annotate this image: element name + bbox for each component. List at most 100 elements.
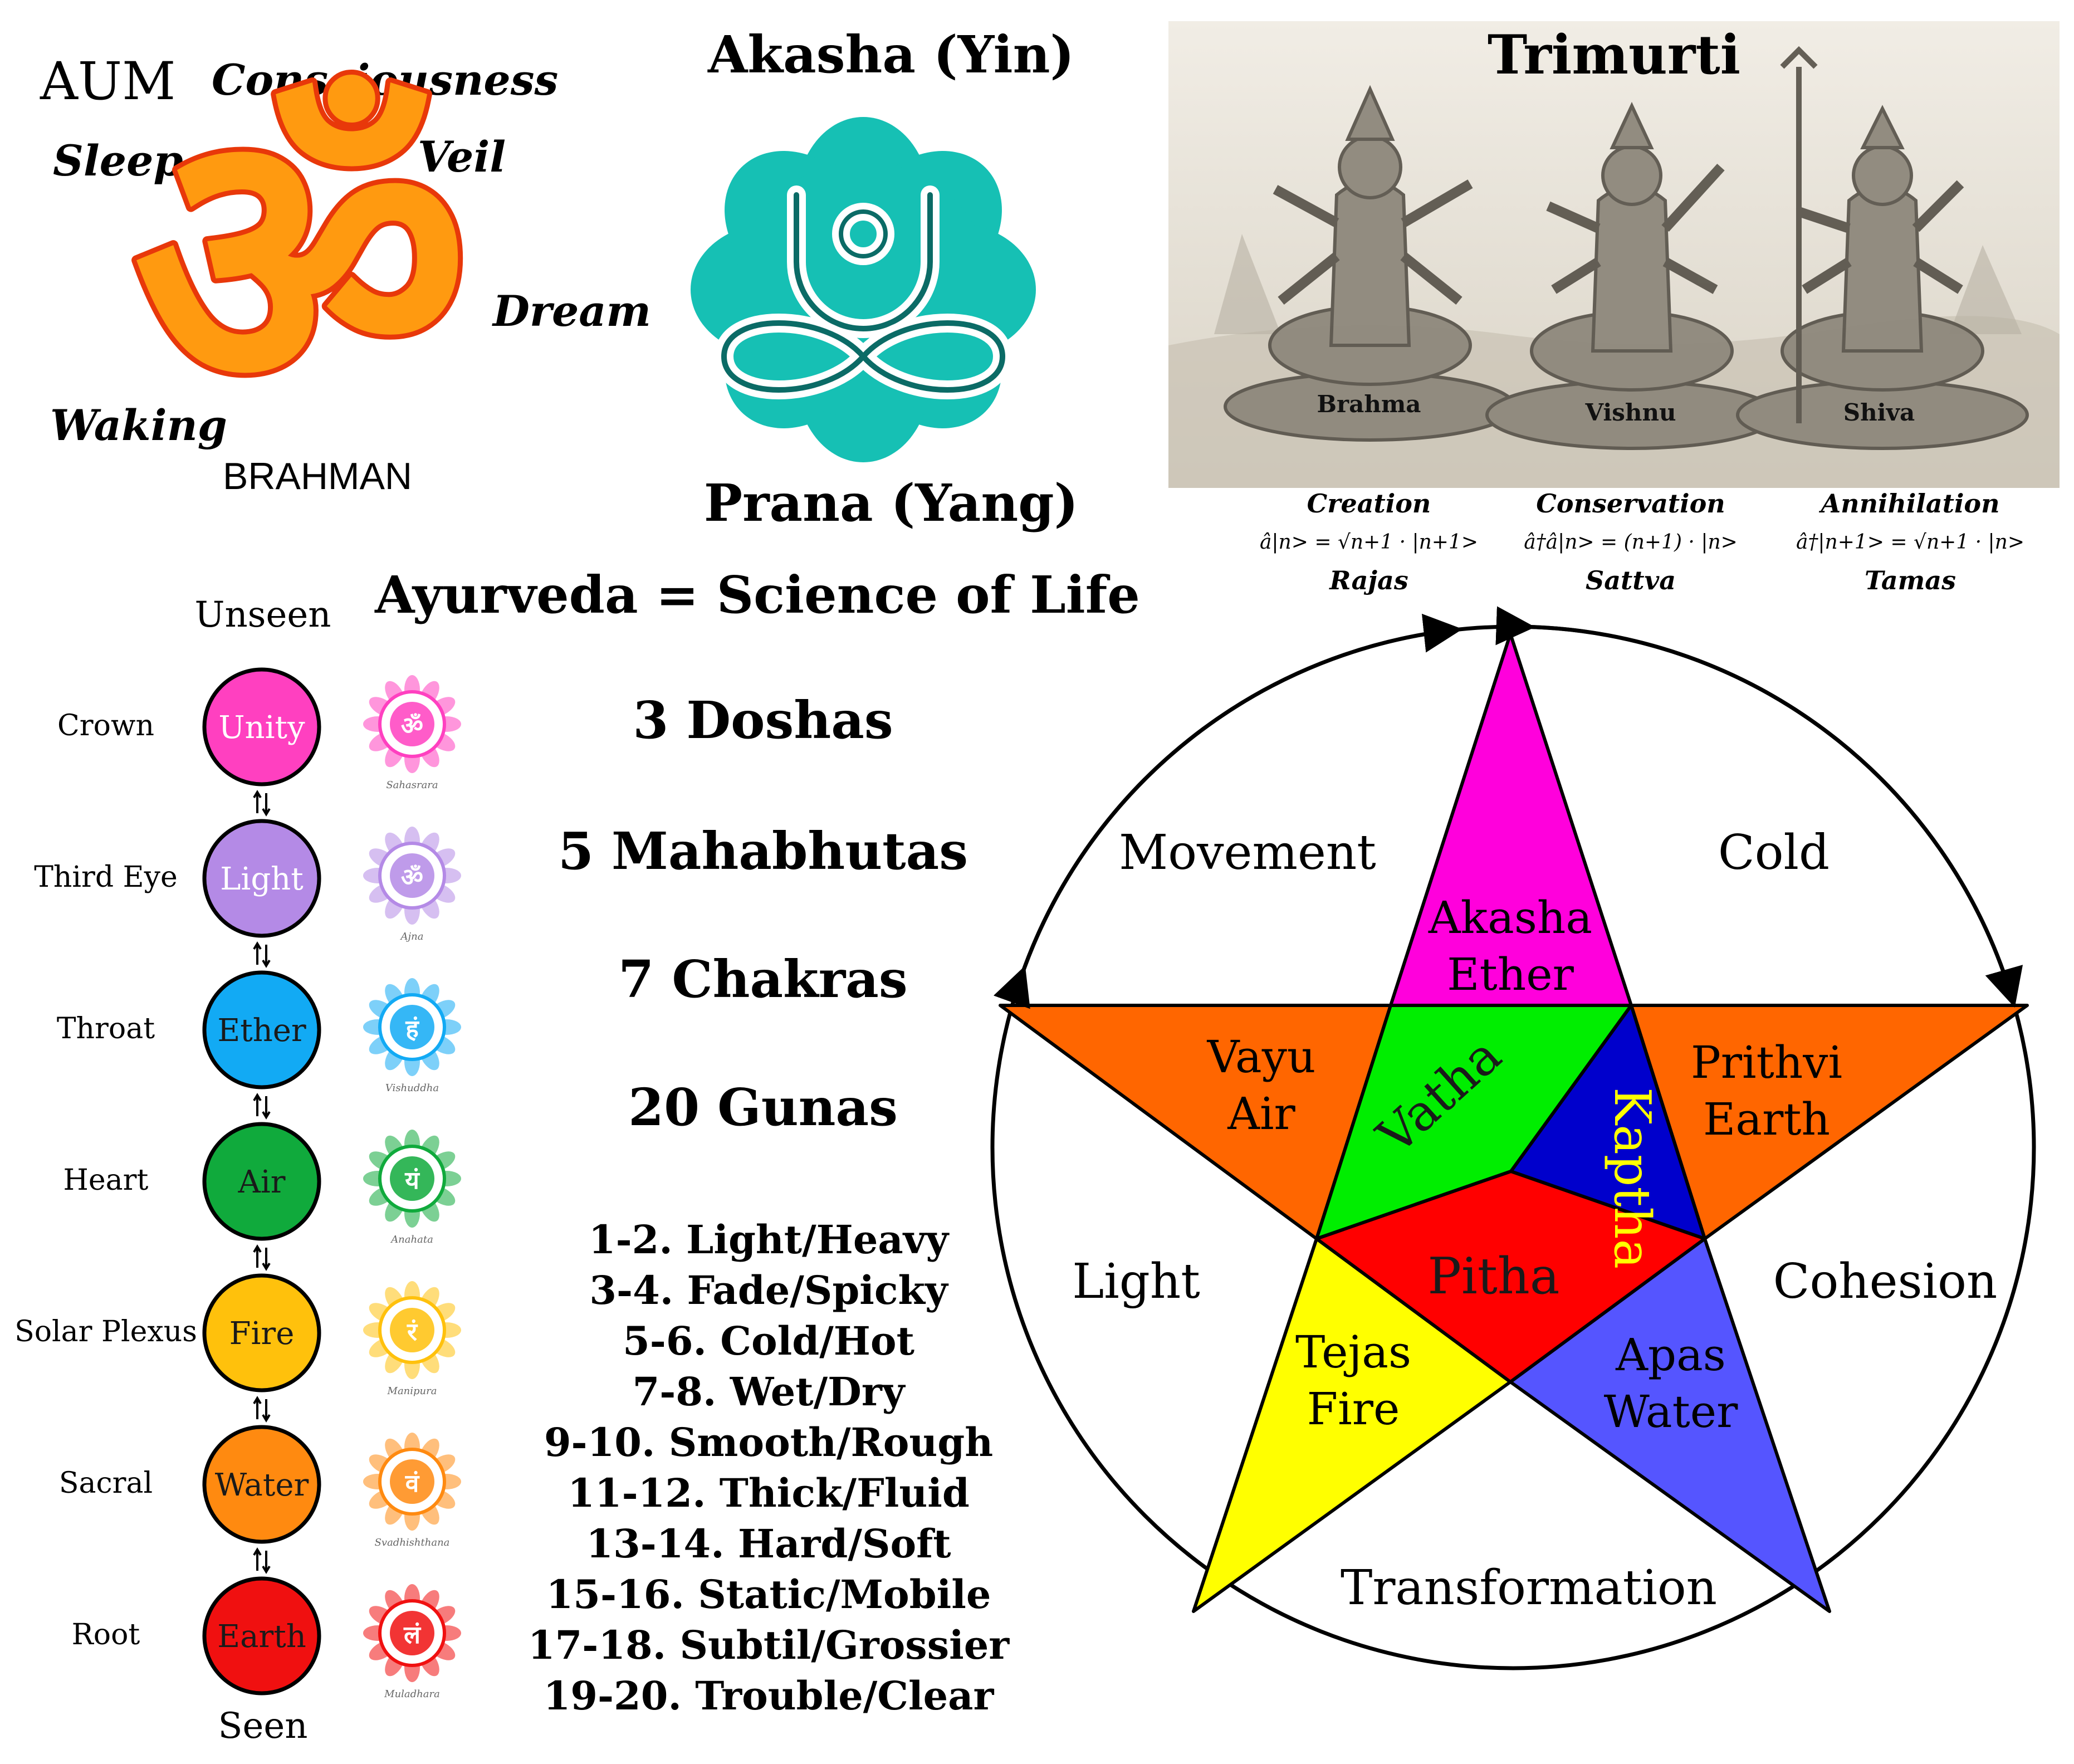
chakra-name: Crown <box>57 709 154 742</box>
chakra-element: Fire <box>229 1316 295 1352</box>
annihilation-label: Annihilation <box>1818 488 1999 519</box>
shiva-label: Shiva <box>1843 399 1915 426</box>
prana-yang-label: Prana (Yang) <box>704 473 1078 533</box>
annihilation-formula: â†|n+1> = √n+1 · |n> <box>1796 531 2024 554</box>
chakra-glyph: यं <box>404 1166 420 1195</box>
chakra-name: Third Eye <box>34 861 178 894</box>
outer-quality-label: Cohesion <box>1773 1254 1998 1309</box>
element-sanskrit-label: Akasha <box>1428 892 1592 944</box>
up-down-arrows-icon <box>253 941 271 968</box>
outer-quality-label: Transformation <box>1341 1560 1717 1616</box>
vishnu-label: Vishnu <box>1584 399 1676 426</box>
up-down-arrows-icon <box>253 790 271 817</box>
guna-item: 5-6. Cold/Hot <box>623 1318 914 1364</box>
chakra-element: Unity <box>218 710 305 746</box>
chakra-emblem-icon: ॐ <box>363 827 461 925</box>
guna-item: 3-4. Fade/Spicky <box>589 1267 949 1313</box>
trimurti-section: Trimurti Brahma Vishnu Shiva Creation Co… <box>1168 21 2060 595</box>
count-4: 20 Gunas <box>628 1077 898 1137</box>
element-sanskrit-label: Prithvi <box>1691 1037 1842 1088</box>
chakra-circle <box>202 1273 321 1392</box>
ayurveda-section: Ayurveda = Science of Life 3 Doshas 5 Mah… <box>374 565 1140 1719</box>
count-1: 3 Doshas <box>633 690 893 750</box>
guna-item: 11-12. Thick/Fluid <box>568 1470 970 1516</box>
element-sanskrit-label: Tejas <box>1295 1326 1411 1378</box>
tamas-label: Tamas <box>1865 565 1956 595</box>
akasha-yin-label: Akasha (Yin) <box>707 25 1074 85</box>
trimurti-title: Trimurti <box>1488 23 1740 86</box>
chakra-circle <box>202 970 321 1089</box>
chakra-emblem-icon: लं <box>363 1584 461 1682</box>
guna-item: 9-10. Smooth/Rough <box>544 1419 993 1465</box>
sattva-label: Sattva <box>1586 565 1676 595</box>
count-3: 7 Chakras <box>618 949 907 1009</box>
chakra-element: Water <box>215 1467 309 1503</box>
aum-section: AUM Consciousness Sleep Veil Dream Wakin… <box>40 43 651 497</box>
aum-title: AUM <box>40 51 175 112</box>
up-down-arrows-icon <box>253 1093 271 1120</box>
element-english-label: Water <box>1604 1386 1738 1438</box>
chakra-circle <box>202 1576 321 1695</box>
count-2: 5 Mahabhutas <box>558 821 968 881</box>
guna-item: 17-18. Subtil/Grossier <box>528 1622 1010 1668</box>
pitha-label: Pitha <box>1427 1247 1559 1306</box>
chakra-glyph: हं <box>405 1015 419 1043</box>
chakra-sanskrit-name: Svadhishthana <box>375 1537 450 1548</box>
element-english-label: Ether <box>1447 949 1574 1000</box>
arrow-movement <box>993 613 1463 1009</box>
creation-formula: â|n> = √n+1 · |n+1> <box>1260 531 1478 554</box>
chakra-circle <box>202 1425 321 1544</box>
chakra-emblem-icon: यं <box>363 1130 461 1228</box>
chakra-circle <box>202 1122 321 1241</box>
outer-quality-label: Movement <box>1119 825 1376 881</box>
chakra-emblem-icon: ॐ <box>363 675 461 773</box>
chakra-emblem-icon: रं <box>363 1281 461 1379</box>
element-english-label: Air <box>1227 1088 1295 1140</box>
element-english-label: Fire <box>1307 1383 1400 1435</box>
element-sanskrit-label: Vayu <box>1207 1031 1316 1083</box>
chakra-sanskrit-name: Vishuddha <box>385 1082 439 1094</box>
guna-item: 13-14. Hard/Soft <box>586 1521 951 1567</box>
guna-item: 7-8. Wet/Dry <box>633 1369 906 1415</box>
chakra-element: Ether <box>217 1013 306 1049</box>
chakra-emblem-icon: हं <box>363 978 461 1076</box>
waking-label: Waking <box>50 400 227 450</box>
conservation-formula: â†â|n> = (n+1) · |n> <box>1524 531 1738 554</box>
rajas-label: Rajas <box>1328 565 1408 595</box>
guna-item: 1-2. Light/Heavy <box>589 1216 950 1263</box>
om-symbol-icon: ॐ <box>133 48 468 477</box>
brahma-label: Brahma <box>1317 390 1421 418</box>
chakra-name: Heart <box>63 1164 149 1197</box>
chakra-emblem-icon: वं <box>363 1433 461 1531</box>
creation-label: Creation <box>1307 488 1431 519</box>
chakra-sanskrit-name: Anahata <box>390 1234 433 1245</box>
chakra-glyph: ॐ <box>401 712 423 740</box>
consciousness-label: Consciousness <box>212 55 558 105</box>
chakra-sanskrit-name: Ajna <box>400 931 424 942</box>
brahman-label: BRAHMAN <box>223 455 412 497</box>
chakra-name: Throat <box>57 1012 155 1045</box>
akasha-symbol-icon <box>714 185 1012 399</box>
chakra-circle <box>202 819 321 938</box>
ayurveda-title: Ayurveda = Science of Life <box>374 565 1140 625</box>
chakra-name: Root <box>72 1618 140 1651</box>
seen-label: Seen <box>218 1706 308 1747</box>
chakra-glyph: ॐ <box>401 863 423 892</box>
chakra-element: Earth <box>217 1619 306 1655</box>
veil-label: Veil <box>418 132 506 182</box>
conservation-label: Conservation <box>1536 488 1725 519</box>
chakra-element: Light <box>220 861 304 897</box>
chakra-glyph: रं <box>407 1318 418 1346</box>
chakra-circle <box>202 667 321 786</box>
chakra-glyph: लं <box>403 1621 422 1649</box>
chakra-sanskrit-name: Manipura <box>387 1385 437 1397</box>
outer-quality-label: Light <box>1072 1254 1200 1309</box>
chakra-sanskrit-name: Muladhara <box>384 1688 440 1700</box>
outer-quality-label: Cold <box>1718 825 1830 881</box>
guna-item: 19-20. Trouble/Clear <box>544 1673 995 1719</box>
dream-label: Dream <box>492 286 651 336</box>
